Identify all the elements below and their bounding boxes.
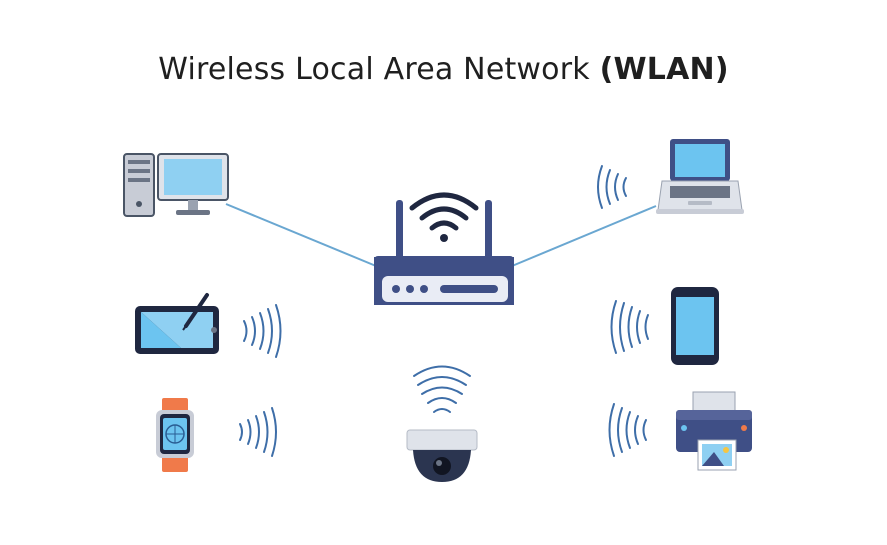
camera-icon <box>406 429 478 482</box>
wired-link-laptop <box>511 205 657 267</box>
title-emphasis: (WLAN) <box>599 52 729 87</box>
printer-icon <box>676 391 752 471</box>
laptop-signal-icon <box>597 165 627 209</box>
router-signal-icon <box>409 192 479 231</box>
title-main: Wireless Local Area Network <box>158 52 600 87</box>
watch-icon <box>156 398 194 472</box>
router-icon <box>374 200 514 305</box>
tablet-signal-icon <box>243 304 282 358</box>
camera-signal-icon <box>413 365 471 413</box>
phone-signal-icon <box>610 300 649 354</box>
router-signal-dot <box>440 234 448 242</box>
wired-link-desktop <box>225 203 377 267</box>
desktop-icon <box>123 153 229 217</box>
phone-icon <box>671 287 719 365</box>
printer-signal-icon <box>608 403 647 457</box>
laptop-icon <box>656 139 744 214</box>
watch-signal-icon <box>239 407 277 457</box>
tablet-icon <box>135 293 219 354</box>
diagram-title: Wireless Local Area Network (WLAN) <box>0 52 887 87</box>
